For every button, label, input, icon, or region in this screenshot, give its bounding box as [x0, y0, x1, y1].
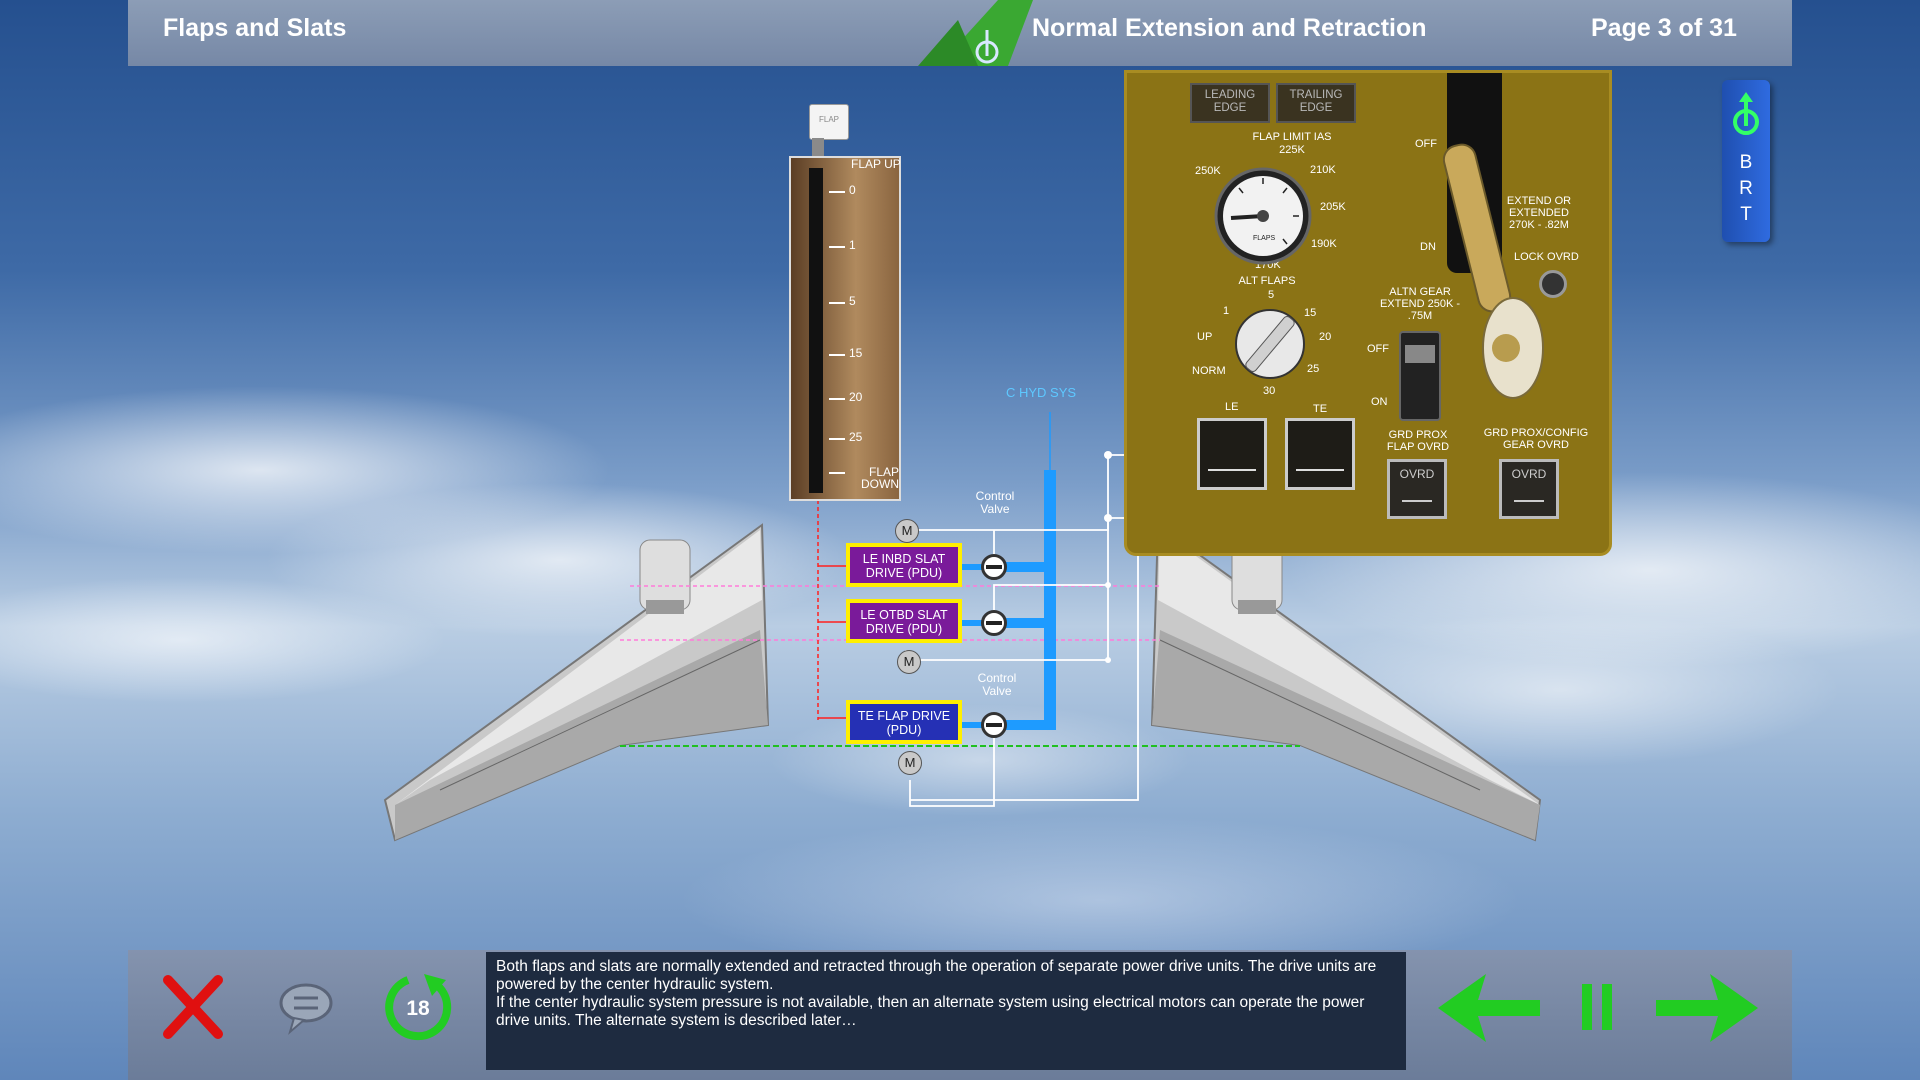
- flap-lever-knob[interactable]: FLAP: [809, 104, 849, 140]
- flap-knob-label: FLAP: [818, 115, 839, 124]
- grd-prox-flap-label: GRD PROX FLAP OVRD: [1386, 429, 1450, 453]
- alt-mark-30: 30: [1263, 385, 1276, 397]
- alt-flaps-selector[interactable]: [1233, 307, 1307, 381]
- motor-otbd: M: [897, 650, 921, 674]
- comment-icon[interactable]: [276, 976, 336, 1036]
- lock-ovrd-button[interactable]: [1539, 270, 1567, 298]
- grd-prox-config-ovrd-button[interactable]: OVRD: [1499, 459, 1559, 519]
- motor-inbd: M: [895, 519, 919, 543]
- detent-20-label: 20: [849, 390, 863, 404]
- detent-5-mark: [829, 302, 845, 304]
- alt-mark-20: 20: [1319, 331, 1332, 343]
- alt-mark-1: 1: [1223, 305, 1230, 317]
- control-valve-otbd: [981, 610, 1007, 636]
- altn-gear-switch[interactable]: [1399, 331, 1441, 421]
- speed-250: 250K: [1195, 165, 1221, 177]
- page-indicator: Page 3 of 31: [1591, 14, 1737, 42]
- alt-mark-25: 25: [1307, 363, 1320, 375]
- back-arrow-icon[interactable]: [1434, 968, 1544, 1048]
- altn-off-label: OFF: [1367, 343, 1389, 355]
- detent-full-mark: [829, 472, 845, 474]
- alt-mark-5: 5: [1268, 289, 1275, 301]
- control-valve-label-upper: Control Valve: [975, 489, 1015, 516]
- flap-position-gauge: FLAPS: [1214, 167, 1312, 265]
- pause-icon[interactable]: [1580, 982, 1616, 1034]
- detent-1-label: 1: [849, 238, 856, 252]
- brt-letters: B R T: [1739, 152, 1753, 225]
- right-wing: [1150, 523, 1542, 842]
- brt-side-tab[interactable]: B R T: [1722, 80, 1770, 242]
- detent-15-label: 15: [849, 346, 863, 360]
- header-bar: Flaps and Slats Normal Extension and Ret…: [128, 0, 1792, 66]
- control-valve-label-lower: Control Valve: [977, 671, 1017, 698]
- detent-15-mark: [829, 354, 845, 356]
- flap-gear-panel: LEADING EDGE TRAILING EDGE FLAP LIMIT IA…: [1124, 70, 1612, 556]
- speed-210: 210K: [1310, 164, 1336, 176]
- alt-mark-15: 15: [1304, 307, 1317, 319]
- gear-dn-label: DN: [1420, 241, 1436, 253]
- flap-lever-slot: [809, 168, 823, 493]
- close-icon[interactable]: [160, 972, 226, 1042]
- detent-0-label: 0: [849, 183, 856, 197]
- te-alt-flap-switch[interactable]: [1285, 418, 1355, 490]
- te-label: TE: [1313, 403, 1328, 415]
- grd-prox-flap-ovrd-button[interactable]: OVRD: [1387, 459, 1447, 519]
- alt-flaps-title: ALT FLAPS: [1238, 275, 1296, 287]
- detent-25-mark: [829, 438, 845, 440]
- landing-gear-lever[interactable]: [1443, 143, 1553, 403]
- lock-ovrd-label: LOCK OVRD: [1514, 251, 1579, 263]
- altn-gear-label: ALTN GEAR EXTEND 250K - .75M: [1379, 286, 1461, 322]
- control-valve-te: [981, 712, 1007, 738]
- le-inbd-slat-pdu[interactable]: LE INBD SLAT DRIVE (PDU): [846, 543, 962, 587]
- hyd-system-label: C HYD SYS: [1006, 385, 1077, 400]
- alt-mark-up: UP: [1197, 331, 1213, 343]
- speed-205: 205K: [1320, 201, 1346, 213]
- le-otbd-slat-pdu[interactable]: LE OTBD SLAT DRIVE (PDU): [846, 599, 962, 643]
- narration-textbox: Both flaps and slats are normally extend…: [486, 952, 1406, 1070]
- speed-190: 190K: [1311, 238, 1337, 250]
- alt-mark-norm: NORM: [1192, 365, 1226, 377]
- flap-lever-quadrant: FLAP UP 0 1 5 15 20 25 FLAP DOWN: [789, 156, 901, 501]
- aircraft-icon: [1733, 92, 1759, 135]
- gear-off-label: OFF: [1415, 138, 1437, 150]
- left-wing: [383, 523, 770, 842]
- extend-speed-placard: EXTEND OR EXTENDED 270K - .82M: [1506, 195, 1572, 231]
- replay-icon[interactable]: 18: [382, 970, 454, 1042]
- trailing-edge-button[interactable]: TRAILING EDGE: [1276, 83, 1356, 123]
- detent-0-mark: [829, 191, 845, 193]
- motor-te: M: [898, 751, 922, 775]
- tail-logo-icon: [918, 0, 1033, 66]
- le-alt-flap-switch[interactable]: [1197, 418, 1267, 490]
- detent-25-label: 25: [849, 430, 863, 444]
- gauge-flaps-text: FLAPS: [1253, 235, 1276, 242]
- next-arrow-icon[interactable]: [1652, 968, 1762, 1048]
- replay-count: 18: [406, 997, 430, 1020]
- detent-1-mark: [829, 246, 845, 248]
- lesson-title: Normal Extension and Retraction: [1032, 14, 1427, 42]
- grd-prox-config-label: GRD PROX/CONFIG GEAR OVRD: [1483, 427, 1589, 451]
- section-title: Flaps and Slats: [163, 14, 347, 42]
- flap-limit-title: FLAP LIMIT IAS: [1252, 131, 1332, 143]
- flap-limit-225: 225K: [1279, 144, 1305, 156]
- detent-5-label: 5: [849, 294, 856, 308]
- narration-paragraph-2: If the center hydraulic system pressure …: [496, 994, 1365, 1029]
- flap-down-label: FLAP DOWN: [861, 465, 899, 491]
- narration-paragraph-1: Both flaps and slats are normally extend…: [496, 958, 1377, 993]
- control-valve-inbd: [981, 554, 1007, 580]
- detent-20-mark: [829, 398, 845, 400]
- flap-up-label: FLAP UP: [851, 157, 901, 171]
- le-label: LE: [1225, 401, 1239, 413]
- leading-edge-button[interactable]: LEADING EDGE: [1190, 83, 1270, 123]
- te-flap-pdu[interactable]: TE FLAP DRIVE (PDU): [846, 700, 962, 744]
- altn-on-label: ON: [1371, 396, 1388, 408]
